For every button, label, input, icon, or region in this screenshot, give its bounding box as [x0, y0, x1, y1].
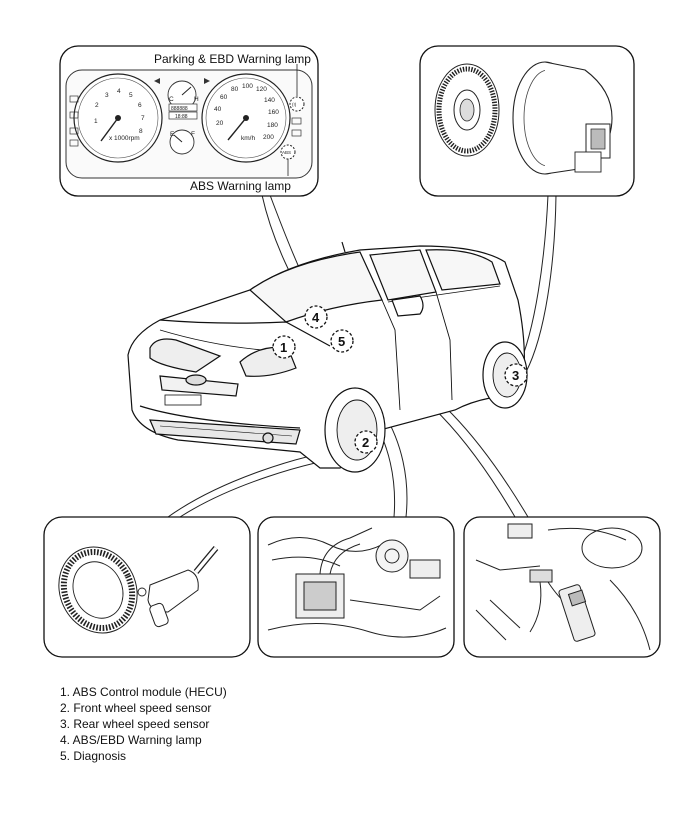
front-speed-sensor-icon [137, 546, 219, 628]
speed-unit-label: km/h [241, 135, 255, 142]
tach-tick-label: 2 [95, 102, 99, 109]
tach-unit-label: x 1000rpm [109, 135, 140, 142]
marker-2-label: 2 [362, 435, 369, 450]
legend-item: 4. ABS/EBD Warning lamp [60, 732, 227, 748]
legend-item: 1. ABS Control module (HECU) [60, 684, 227, 700]
odometer-readout: 888888 [171, 106, 188, 112]
left-turn-signal-icon [154, 78, 160, 84]
marker-3: 3 [504, 363, 528, 387]
legend-item: 2. Front wheel speed sensor [60, 700, 227, 716]
speed-tick-label: 140 [264, 97, 275, 104]
speed-tick-label: 100 [242, 83, 253, 90]
warning-lamps: (!) ABS [69, 95, 305, 160]
marker-2: 2 [354, 430, 378, 454]
tach-tick-label: 1 [94, 118, 98, 125]
marker-3-label: 3 [512, 368, 519, 383]
abs-warning-lamp-label: ABS Warning lamp [190, 179, 291, 193]
instrument-cluster-callout: 1 2 3 4 5 6 7 8 x 1000rpm 20 40 60 80 10… [59, 45, 319, 197]
badge-icon [185, 374, 207, 386]
hecu-photo-callout [257, 516, 455, 658]
fuel-empty-label: E [170, 131, 175, 138]
parts-legend: 1. ABS Control module (HECU) 2. Front wh… [60, 684, 227, 764]
tach-tick-label: 8 [139, 128, 143, 135]
parking-ebd-warning-lamp-icon [289, 96, 305, 112]
scan-tool-icon [558, 584, 596, 642]
marker-5-label: 5 [338, 334, 345, 349]
speed-tick-label: 200 [263, 134, 274, 141]
temp-cold-label: C [169, 96, 174, 103]
marker-4: 4 [304, 305, 328, 329]
vehicle-illustration [127, 241, 528, 473]
legend-item-label: 2. Front wheel speed sensor [60, 701, 212, 715]
speed-tick-label: 160 [268, 109, 279, 116]
center-display: C H 888888 18:88 E F [154, 78, 210, 155]
front-wheel-sensor-callout [43, 516, 251, 658]
speed-tick-label: 180 [267, 122, 278, 129]
speed-tick-label: 120 [256, 86, 267, 93]
speed-tick-label: 80 [231, 86, 239, 93]
rear-speed-sensor-icon [512, 61, 613, 175]
marker-1: 1 [272, 335, 296, 359]
legend-item-label: 5. Diagnosis [60, 749, 127, 763]
fuel-full-label: F [191, 131, 195, 138]
legend-item: 5. Diagnosis [60, 748, 227, 764]
callout-markers: 1 2 3 4 5 [272, 305, 528, 454]
speed-tick-label: 40 [214, 106, 222, 113]
legend-item-label: 4. ABS/EBD Warning lamp [60, 733, 202, 747]
tach-tick-label: 6 [138, 102, 142, 109]
tach-tick-label: 4 [117, 88, 121, 95]
speedometer-gauge: 20 40 60 80 100 120 140 160 180 200 km/h [201, 73, 291, 163]
marker-1-label: 1 [280, 340, 287, 355]
tachometer-gauge: 1 2 3 4 5 6 7 8 x 1000rpm [73, 73, 163, 163]
trip-readout: 18:88 [175, 114, 188, 120]
svg-text:ABS: ABS [282, 150, 291, 155]
speed-tick-label: 20 [216, 120, 224, 127]
tone-wheel-icon [434, 63, 500, 157]
rear-wheel-sensor-callout [419, 45, 635, 197]
tach-tick-label: 7 [141, 115, 145, 122]
temp-hot-label: H [194, 96, 199, 103]
parking-ebd-warning-lamp-label: Parking & EBD Warning lamp [154, 52, 311, 66]
tach-tick-label: 5 [129, 92, 133, 99]
diagnosis-photo-callout [463, 516, 661, 658]
marker-5: 5 [330, 329, 354, 353]
marker-4-label: 4 [312, 310, 320, 325]
legend-item-label: 1. ABS Control module (HECU) [60, 685, 227, 699]
front-tone-wheel-icon [58, 546, 138, 634]
legend-item: 3. Rear wheel speed sensor [60, 716, 227, 732]
right-turn-signal-icon [204, 78, 210, 84]
svg-text:(!): (!) [292, 102, 297, 107]
speed-tick-label: 60 [220, 94, 228, 101]
tach-tick-label: 3 [105, 92, 109, 99]
legend-item-label: 3. Rear wheel speed sensor [60, 717, 210, 731]
